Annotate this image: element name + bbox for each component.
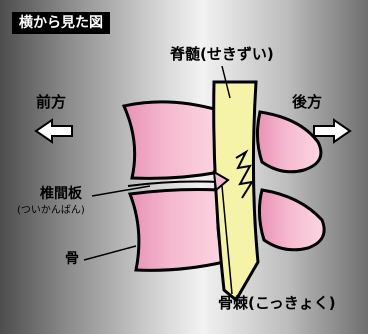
label-disc-reading: (ついかんばん) — [17, 206, 85, 216]
label-front: 前方 — [36, 95, 66, 110]
upper-posterior-process — [257, 112, 321, 172]
label-bone-spur: 骨棘(こっきょく) — [218, 296, 336, 311]
intervertebral-disc — [128, 182, 220, 187]
label-bone: 骨 — [65, 252, 79, 266]
label-spinal-cord: 脊髄(せきずい) — [170, 47, 274, 62]
upper-vertebra — [124, 102, 220, 179]
label-back: 後方 — [292, 95, 322, 110]
lower-posterior-process — [259, 190, 324, 250]
arrow-right-icon — [314, 120, 350, 142]
diagram-title: 横から見た図 — [12, 12, 110, 34]
spinal-cord — [214, 82, 258, 300]
arrow-left-icon — [36, 120, 72, 142]
lower-vertebra — [130, 190, 224, 271]
leader-bone — [84, 246, 136, 260]
label-disc: 椎間板 — [40, 187, 82, 201]
